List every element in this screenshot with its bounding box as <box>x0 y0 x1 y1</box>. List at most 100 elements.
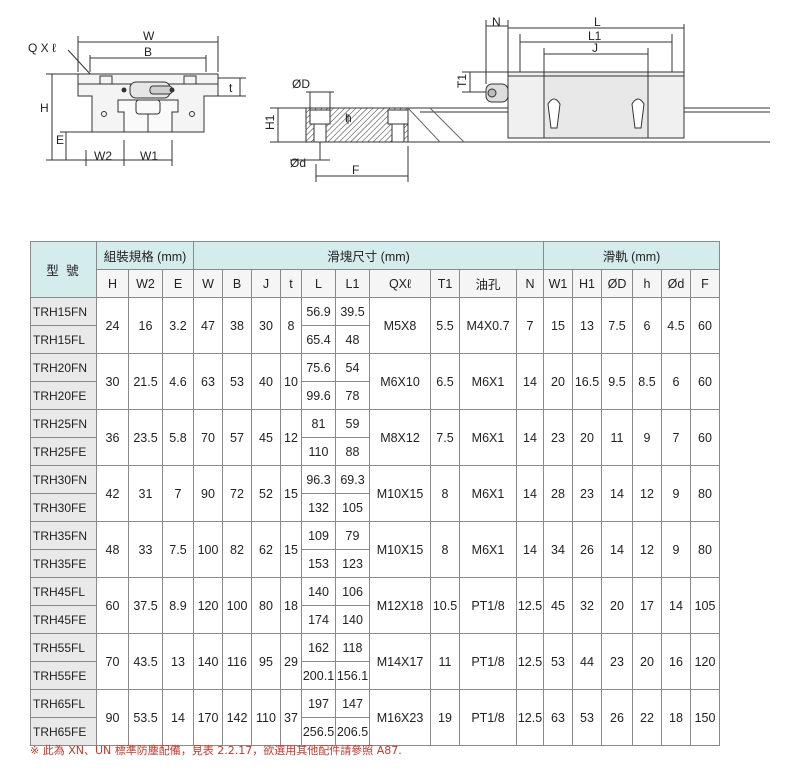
table-cell: M5X8 <box>369 297 431 354</box>
header-group-rail: 滑軌 (mm) <box>543 241 720 270</box>
column-header: 油孔 <box>459 269 517 298</box>
label-t: t <box>229 81 233 95</box>
model-cell: TRH45FL <box>30 577 97 606</box>
table-cell: 60 <box>96 577 129 634</box>
table-cell: 9.5 <box>601 353 633 410</box>
table-cell: 9 <box>632 409 662 466</box>
table-cell: 106 <box>335 577 370 606</box>
table-cell: 7 <box>516 297 544 354</box>
table-cell: 16.5 <box>572 353 602 410</box>
label-w2: W2 <box>94 149 112 163</box>
label-e: E <box>56 133 64 147</box>
table-cell: 53 <box>222 353 252 410</box>
table-cell: 81 <box>301 409 336 438</box>
model-cell: TRH25FE <box>30 437 97 466</box>
table-cell: 105 <box>690 577 720 634</box>
table-cell: 15 <box>280 521 302 578</box>
table-cell: 6 <box>661 353 691 410</box>
column-header: L1 <box>335 269 370 298</box>
table-cell: 12 <box>280 409 302 466</box>
model-cell: TRH55FE <box>30 661 97 690</box>
table-cell: 12.5 <box>516 577 544 634</box>
label-j: J <box>592 41 598 55</box>
table-cell: 90 <box>193 465 223 522</box>
table-cell: 82 <box>222 521 252 578</box>
table-cell: 80 <box>690 521 720 578</box>
table-cell: 14 <box>516 353 544 410</box>
table-cell: 23 <box>572 465 602 522</box>
side-view <box>462 20 685 139</box>
table-cell: 16 <box>661 633 691 690</box>
label-small-h: h <box>345 111 352 125</box>
header-model: 型 號 <box>30 241 97 298</box>
table-cell: 30 <box>251 297 281 354</box>
table-cell: 5.5 <box>430 297 460 354</box>
table-cell: 14 <box>516 465 544 522</box>
table-cell: 153 <box>301 549 336 578</box>
table-cell: 53 <box>543 633 573 690</box>
table-cell: 8 <box>430 465 460 522</box>
column-header: B <box>222 269 252 298</box>
table-cell: 8 <box>430 521 460 578</box>
table-cell: 123 <box>335 549 370 578</box>
column-header: H <box>96 269 129 298</box>
table-cell: 78 <box>335 381 370 410</box>
table-cell: 7.5 <box>162 521 194 578</box>
table-cell: 4.5 <box>661 297 691 354</box>
table-cell: PT1/8 <box>459 689 517 746</box>
table-cell: 14 <box>601 465 633 522</box>
table-cell: 38 <box>222 297 252 354</box>
label-w1: W1 <box>140 149 158 163</box>
table-cell: 206.5 <box>335 717 370 746</box>
label-w: W <box>143 29 155 43</box>
table-cell: 45 <box>543 577 573 634</box>
table-cell: 100 <box>222 577 252 634</box>
label-b: B <box>144 45 152 59</box>
table-cell: 29 <box>280 633 302 690</box>
table-cell: 14 <box>516 409 544 466</box>
column-header: T1 <box>430 269 460 298</box>
model-cell: TRH20FE <box>30 381 97 410</box>
table-cell: 59 <box>335 409 370 438</box>
table-cell: 63 <box>193 353 223 410</box>
table-cell: 197 <box>301 689 336 718</box>
model-cell: TRH25FN <box>30 409 97 438</box>
table-cell: 30 <box>96 353 129 410</box>
table-cell: 10 <box>280 353 302 410</box>
table-cell: 14 <box>162 689 194 746</box>
model-cell: TRH30FE <box>30 493 97 522</box>
label-t1: T1 <box>455 74 469 88</box>
model-cell: TRH45FE <box>30 605 97 634</box>
table-cell: 170 <box>193 689 223 746</box>
label-l: L <box>594 15 601 29</box>
table-cell: 33 <box>128 521 163 578</box>
table-cell: 17 <box>632 577 662 634</box>
table-cell: 69.3 <box>335 465 370 494</box>
table-cell: 12 <box>632 521 662 578</box>
table-cell: 110 <box>301 437 336 466</box>
table-cell: 43.5 <box>128 633 163 690</box>
table-cell: 14 <box>516 521 544 578</box>
table-cell: 42 <box>96 465 129 522</box>
column-header: h <box>632 269 662 298</box>
table-cell: M14X17 <box>369 633 431 690</box>
table-cell: 13 <box>572 297 602 354</box>
table-cell: 7 <box>661 409 691 466</box>
table-cell: 118 <box>335 633 370 662</box>
table-cell: 39.5 <box>335 297 370 326</box>
table-cell: 88 <box>335 437 370 466</box>
table-cell: 20 <box>572 409 602 466</box>
table-cell: 100 <box>193 521 223 578</box>
table-cell: 24 <box>96 297 129 354</box>
table-cell: 34 <box>543 521 573 578</box>
column-header: W <box>193 269 223 298</box>
technical-drawing: Q X ℓ W B t H E W2 W1 ØD <box>0 0 789 200</box>
